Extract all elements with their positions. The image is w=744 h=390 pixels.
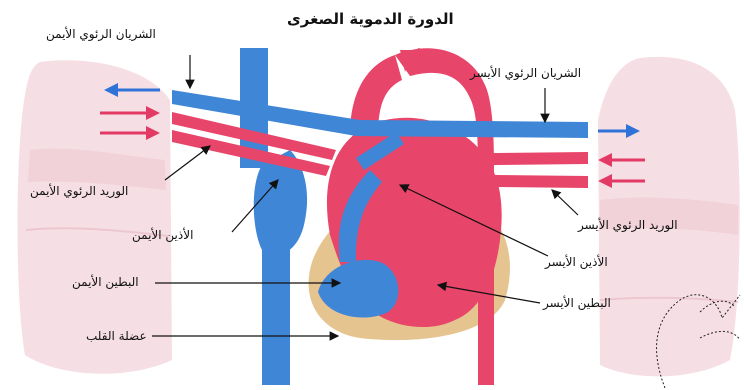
label-right-pulmonary-vein: الوريد الرئوي الأيمن: [30, 184, 128, 198]
label-left-atrium: الأذين الأيسر: [545, 255, 608, 269]
label-right-ventricle: البطين الأيمن: [72, 275, 139, 289]
left-lung: [598, 57, 740, 377]
label-left-pulmonary-artery: الشريان الرئوي الأيسر: [470, 66, 581, 80]
right-lung: [18, 60, 173, 373]
diagram-title: الدورة الدموية الصغرى: [287, 12, 454, 26]
label-left-ventricle: البطين الأيسر: [543, 296, 611, 310]
label-heart-muscle: عضلة القلب: [86, 329, 147, 343]
label-right-atrium: الأذين الأيمن: [132, 228, 193, 242]
label-right-pulmonary-artery: الشريان الرئوي الأيمن: [46, 27, 156, 41]
label-left-pulmonary-vein: الوريد الرئوي الأيسر: [578, 218, 678, 232]
left-pulmonary-artery: [356, 120, 588, 138]
